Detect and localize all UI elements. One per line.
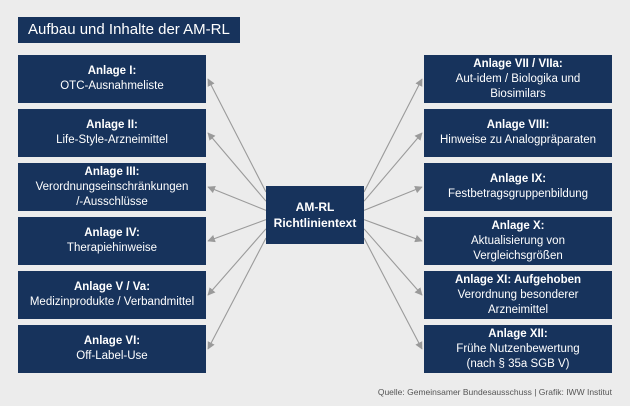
box-heading: Anlage VII / VIIa: [473,57,563,70]
box-description: Hinweise zu Analogpräparaten [440,134,596,146]
box-description: Frühe Nutzenbewertung (nach § 35a SGB V) [456,342,580,370]
connector-arrow-right [363,219,423,243]
source-credit: Quelle: Gemeinsamer Bundesausschuss | Gr… [377,387,612,397]
connector-arrow-left [207,132,267,202]
connector-arrow-right [363,78,423,193]
box-description: Aktualisierung von Vergleichsgrößen [471,234,565,262]
box-anlage-x: Anlage X: Aktualisierung von Vergleichsg… [424,217,612,265]
box-description: Festbetragsgruppenbildung [447,188,589,200]
box-heading: Anlage I: [87,65,137,77]
connector-arrow-left [207,219,267,243]
box-heading: Anlage IX: [489,173,547,185]
box-description: Therapiehinweise [66,242,158,254]
box-description: Aut-idem / Biologika und Biosimilars [455,72,581,100]
connector-arrow-left [207,237,267,350]
center-title: AM-RL [295,200,335,214]
box-description: Verordnung besonderer Arzneimittel [457,288,579,316]
box-heading: Anlage IV: [84,227,140,239]
box-description: Life-Style-Arzneimittel [56,134,168,146]
connector-arrow-right [363,228,423,296]
box-anlage-iv: Anlage IV: Therapiehinweise [18,217,206,265]
connector-arrow-right [363,237,423,350]
box-anlage-ix: Anlage IX: Festbetragsgruppenbildung [424,163,612,211]
box-anlage-vii-viia: Anlage VII / VIIa: Aut-idem / Biologika … [424,55,612,103]
box-heading: Anlage XI: Aufgehoben [454,273,582,286]
box-anlage-iii: Anlage III: Verordnungseinschränkungen /… [18,163,206,211]
box-anlage-xi: Anlage XI: Aufgehoben Verordnung besonde… [424,271,612,319]
center-subtitle: Richtlinientext [273,216,357,230]
center-box-am-rl: AM-RL Richtlinientext [266,186,364,244]
connector-arrow-left [207,186,267,211]
box-heading: Anlage X: [491,219,545,232]
connector-arrow-right [363,186,423,211]
box-description: Medizinprodukte / Verbandmittel [29,296,195,308]
diagram-title: Aufbau und Inhalte der AM-RL [18,17,240,43]
box-anlage-viii: Anlage VIII: Hinweise zu Analogpräparate… [424,109,612,157]
box-anlage-xii: Anlage XII: Frühe Nutzenbewertung (nach … [424,325,612,373]
box-description: OTC-Ausnahmeliste [60,80,164,92]
box-heading: Anlage VIII: [486,119,550,131]
box-anlage-i: Anlage I: OTC-Ausnahmeliste [18,55,206,103]
box-anlage-ii: Anlage II: Life-Style-Arzneimittel [18,109,206,157]
box-anlage-v-va: Anlage V / Va: Medizinprodukte / Verband… [18,271,206,319]
box-heading: Anlage VI: [83,335,141,347]
box-heading: Anlage II: [86,119,138,131]
box-description: Off-Label-Use [76,350,148,362]
connector-arrow-left [207,78,267,193]
connector-arrow-right [363,132,423,202]
box-heading: Anlage III: [84,165,140,178]
box-description: Verordnungseinschränkungen /-Ausschlüsse [35,180,189,208]
connector-arrow-left [207,228,267,296]
box-heading: Anlage V / Va: [73,281,151,293]
box-heading: Anlage XII: [488,327,548,340]
box-anlage-vi: Anlage VI: Off-Label-Use [18,325,206,373]
